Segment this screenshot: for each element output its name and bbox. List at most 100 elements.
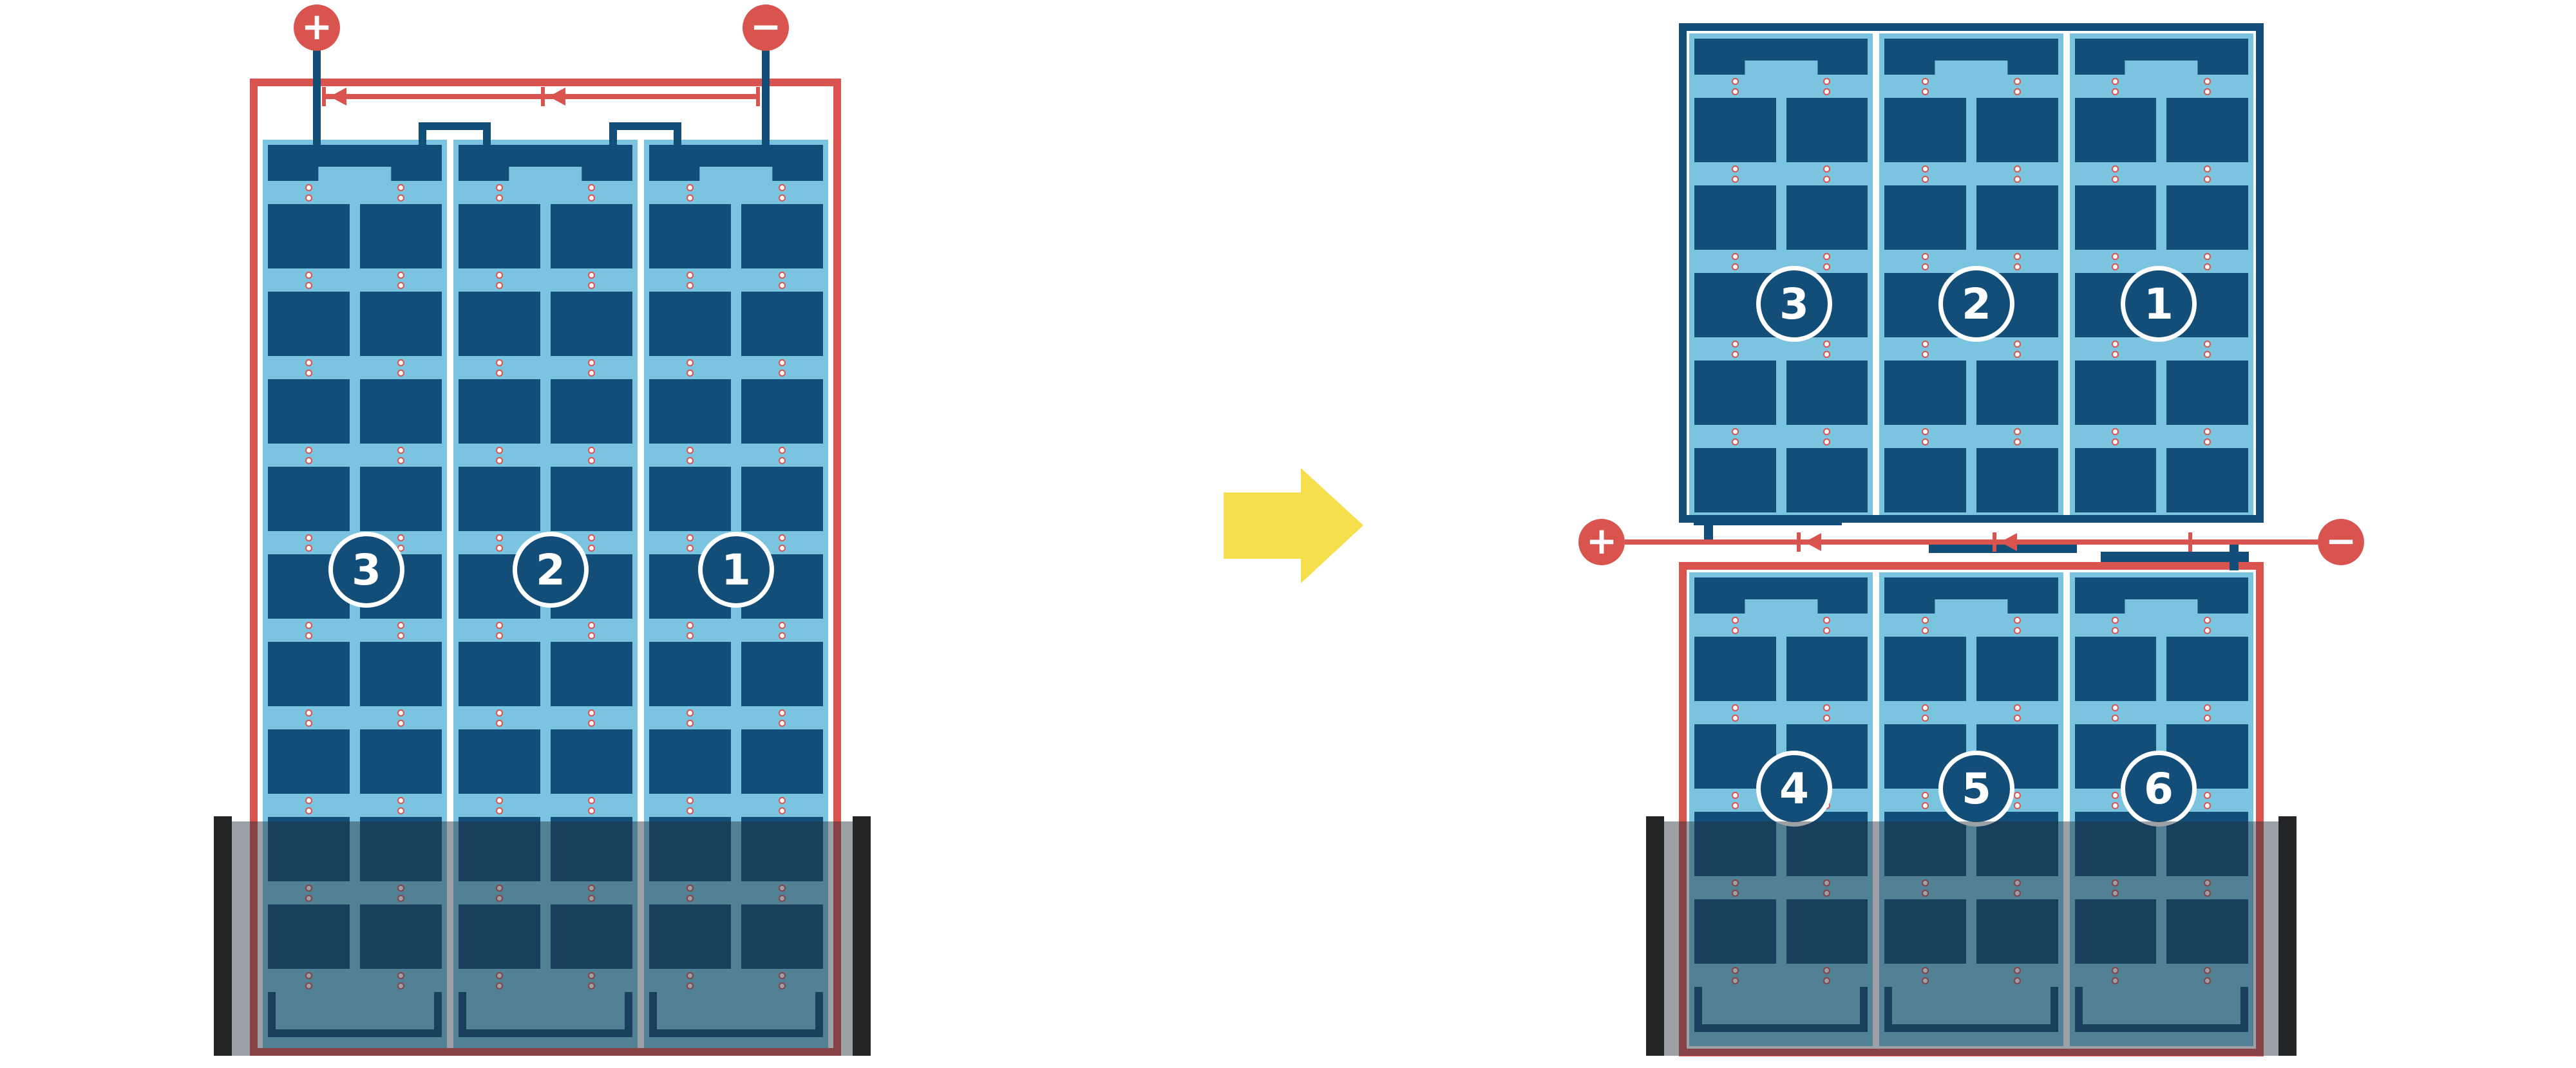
- cell-gap: [644, 356, 828, 379]
- solder-dot-icon: [687, 709, 694, 717]
- solder-dot-icon: [588, 719, 595, 727]
- solder-dot-icon: [496, 719, 503, 727]
- panel-frame-red: [250, 79, 841, 1056]
- cell-row: [644, 817, 828, 881]
- cell-gap: [453, 356, 638, 379]
- solar-cell: [459, 817, 540, 881]
- solar-cell: [2166, 637, 2248, 701]
- current-arrow-icon: [2000, 533, 2017, 551]
- solder-dot-icon: [779, 709, 786, 717]
- cell-row: [263, 642, 447, 706]
- solder-dot-cluster: [588, 796, 595, 814]
- solder-dot-cluster: [588, 709, 595, 727]
- solder-dot-icon: [588, 709, 595, 717]
- solder-dot-cluster: [588, 446, 595, 464]
- terminal-wire: [313, 46, 321, 149]
- current-arrow-icon: [1804, 533, 1821, 551]
- solder-dot-icon: [1823, 966, 1831, 974]
- solder-dot-cluster: [1731, 879, 1739, 897]
- solder-dot-icon: [2013, 714, 2021, 722]
- solder-dot-icon: [1823, 879, 1831, 886]
- solder-dot-icon: [2112, 791, 2119, 799]
- solder-dot-cluster: [1823, 704, 1831, 722]
- flood-barrier-left: [1646, 816, 1664, 1056]
- solder-dot-icon: [2112, 427, 2119, 435]
- solar-cell: [2166, 98, 2248, 162]
- solder-dot-cluster: [1731, 77, 1739, 95]
- cell-row: [1689, 98, 1873, 162]
- cell-gap: [2070, 876, 2253, 899]
- solder-dot-icon: [1823, 252, 1831, 260]
- solder-dot-cluster: [687, 534, 694, 552]
- solder-dot-icon: [496, 183, 503, 191]
- solder-dot-cluster: [2112, 791, 2119, 809]
- cell-gap: [1689, 701, 1873, 724]
- solar-cell: [2166, 448, 2248, 512]
- solder-dot-cluster: [687, 709, 694, 727]
- current-direction-wire: [1625, 539, 2318, 545]
- solder-dot-cluster: [496, 709, 503, 727]
- solder-dot-cluster: [779, 971, 786, 989]
- solar-cell: [360, 379, 442, 444]
- cell-gap: [644, 181, 828, 204]
- solder-dot-icon: [1922, 340, 1929, 348]
- solder-dot-icon: [1922, 175, 1929, 183]
- solar-cell: [1694, 448, 1776, 512]
- solar-cell: [551, 467, 632, 531]
- solder-dot-icon: [496, 446, 503, 454]
- solder-dot-icon: [305, 194, 312, 201]
- solar-cell: [551, 204, 632, 268]
- solder-dot-cluster: [305, 884, 312, 902]
- solder-dot-icon: [397, 719, 404, 727]
- solar-cell: [1786, 899, 1868, 964]
- solder-dot-cluster: [1731, 791, 1739, 809]
- solder-dot-icon: [305, 982, 312, 989]
- cell-row: [644, 204, 828, 268]
- cell-row: [263, 204, 447, 268]
- solder-dot-icon: [1922, 889, 1929, 897]
- cell-gap: [1689, 75, 1873, 98]
- solar-cell: [649, 204, 731, 268]
- top-busbar: [459, 145, 632, 181]
- solder-dot-cluster: [305, 971, 312, 989]
- cell-row: [644, 642, 828, 706]
- solder-dot-icon: [2013, 626, 2021, 634]
- solder-dot-icon: [2013, 427, 2021, 435]
- solder-dot-icon: [588, 446, 595, 454]
- solder-dot-cluster: [779, 709, 786, 727]
- top-busbar: [649, 145, 823, 181]
- solder-dot-cluster: [1823, 966, 1831, 984]
- solder-dot-icon: [1922, 879, 1929, 886]
- solder-dot-cluster: [1922, 879, 1929, 897]
- cell-gap: [2070, 701, 2253, 724]
- solder-dot-cluster: [2204, 704, 2211, 722]
- solder-dot-icon: [2204, 714, 2211, 722]
- cell-row: [2070, 361, 2253, 425]
- solder-dot-icon: [397, 194, 404, 201]
- solar-cell: [1884, 448, 1966, 512]
- cell-gap: [453, 969, 638, 992]
- solder-dot-icon: [2112, 77, 2119, 85]
- solder-dot-icon: [1922, 165, 1929, 173]
- solder-dot-icon: [779, 456, 786, 464]
- solder-dot-cluster: [1922, 791, 1929, 809]
- solar-cell: [551, 379, 632, 444]
- solder-dot-icon: [2013, 889, 2021, 897]
- solder-dot-cluster: [2204, 77, 2211, 95]
- solder-dot-icon: [779, 894, 786, 902]
- cell-gap: [263, 706, 447, 729]
- solder-dot-icon: [305, 271, 312, 279]
- solar-cell: [360, 729, 442, 794]
- solder-dot-cluster: [2013, 427, 2021, 445]
- solar-cell: [1884, 637, 1966, 701]
- terminal-wire: [762, 46, 770, 149]
- solder-dot-icon: [687, 971, 694, 979]
- solder-dot-icon: [2112, 340, 2119, 348]
- bottom-connector-bracket: [1884, 987, 2058, 1032]
- solder-dot-icon: [397, 456, 404, 464]
- cell-gap: [1689, 964, 1873, 987]
- solar-cell: [268, 467, 350, 531]
- solar-cell: [268, 729, 350, 794]
- solder-dot-cluster: [2204, 616, 2211, 634]
